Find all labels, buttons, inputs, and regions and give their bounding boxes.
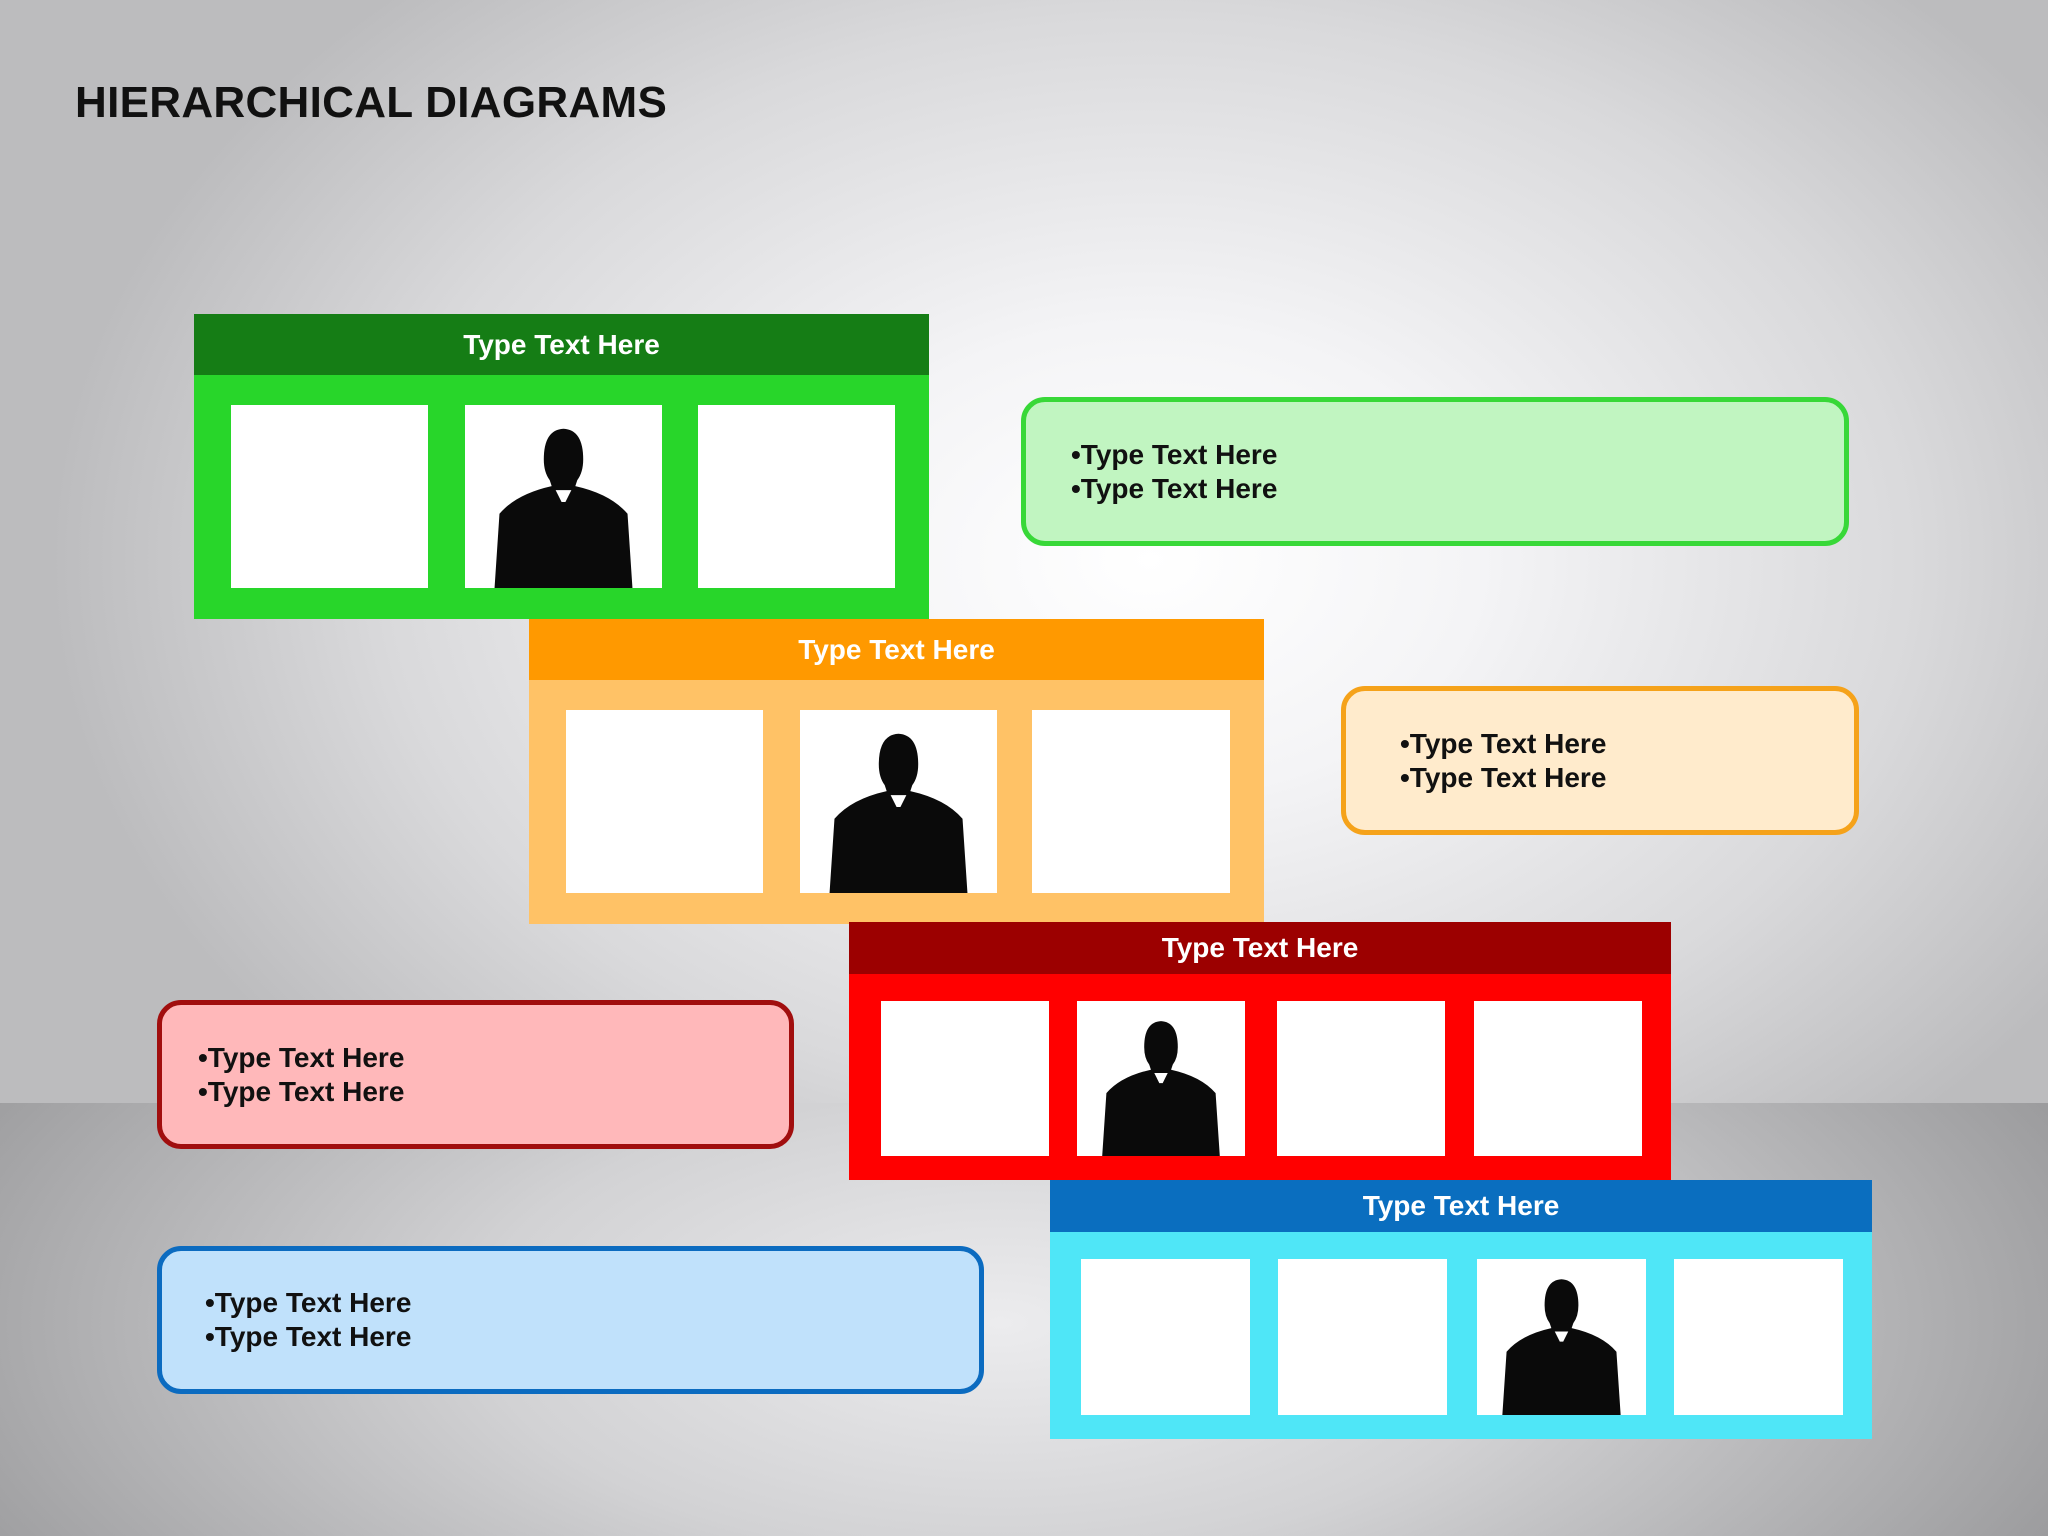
person-silhouette-icon (494, 428, 633, 588)
person-silhouette-photo[interactable] (1477, 1259, 1646, 1415)
callout-line: •Type Text Here (1071, 438, 1278, 470)
level-3-body (849, 974, 1671, 1180)
level-2-box: Type Text Here (529, 619, 1264, 924)
level-3-header[interactable]: Type Text Here (849, 922, 1671, 974)
photo-slot-empty[interactable] (1032, 710, 1230, 893)
level-1-body (194, 375, 929, 619)
callout-line: •Type Text Here (198, 1041, 405, 1073)
callout-red[interactable]: •Type Text Here •Type Text Here (157, 1000, 794, 1149)
photo-slot-empty[interactable] (231, 405, 428, 588)
person-silhouette-icon (1502, 1279, 1621, 1415)
callout-line: •Type Text Here (1071, 472, 1278, 504)
photo-slot-empty[interactable] (1081, 1259, 1250, 1415)
level-4-header[interactable]: Type Text Here (1050, 1180, 1872, 1232)
photo-slot-empty[interactable] (1474, 1001, 1642, 1156)
callout-line: •Type Text Here (198, 1075, 405, 1107)
callout-blue[interactable]: •Type Text Here •Type Text Here (157, 1246, 984, 1394)
photo-slot-empty[interactable] (1277, 1001, 1445, 1156)
person-silhouette-photo[interactable] (465, 405, 662, 588)
callout-green[interactable]: •Type Text Here •Type Text Here (1021, 397, 1849, 546)
photo-slot-empty[interactable] (1278, 1259, 1447, 1415)
photo-slot-empty[interactable] (698, 405, 895, 588)
callout-line: •Type Text Here (205, 1321, 412, 1352)
page-title: HIERARCHICAL DIAGRAMS (75, 78, 668, 127)
callout-line: •Type Text Here (205, 1287, 412, 1318)
level-1-box: Type Text Here (194, 314, 929, 619)
person-silhouette-icon (829, 733, 968, 893)
level-2-body (529, 680, 1264, 924)
level-3-box: Type Text Here (849, 922, 1671, 1180)
level-4-body (1050, 1232, 1872, 1439)
level-2-header[interactable]: Type Text Here (529, 619, 1264, 680)
photo-slot-empty[interactable] (1674, 1259, 1843, 1415)
level-1-header[interactable]: Type Text Here (194, 314, 929, 375)
photo-slot-empty[interactable] (881, 1001, 1049, 1156)
person-silhouette-photo[interactable] (1077, 1001, 1245, 1156)
callout-line: •Type Text Here (1400, 727, 1607, 759)
photo-slot-empty[interactable] (566, 710, 763, 893)
callout-line: •Type Text Here (1400, 761, 1607, 793)
callout-orange[interactable]: •Type Text Here •Type Text Here (1341, 686, 1859, 835)
level-4-box: Type Text Here (1050, 1180, 1872, 1439)
person-silhouette-icon (1102, 1021, 1220, 1156)
person-silhouette-photo[interactable] (800, 710, 997, 893)
